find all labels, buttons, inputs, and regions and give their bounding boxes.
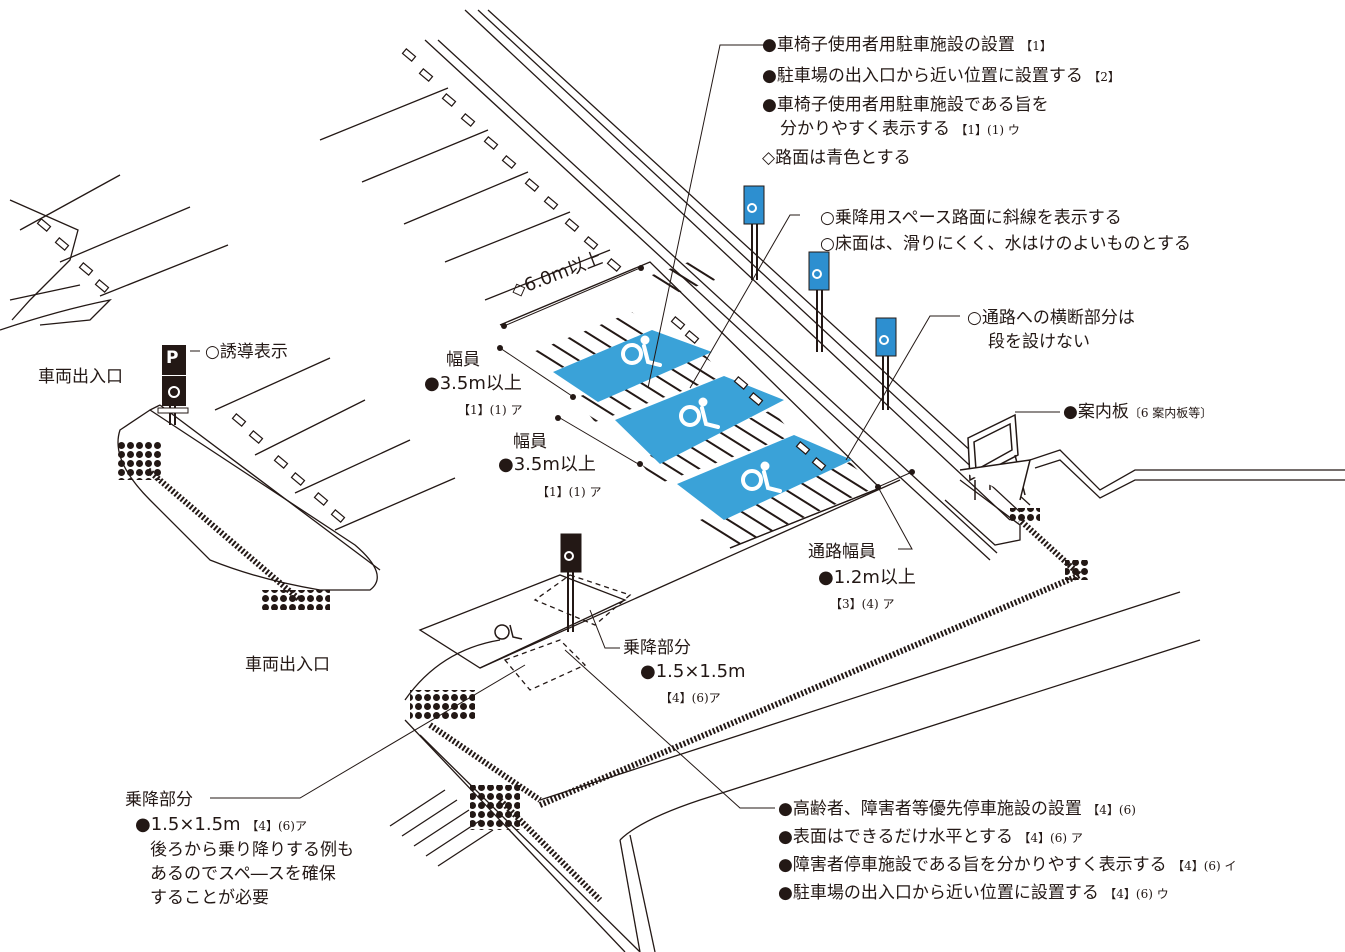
hatch-note-1: ○乗降用スペース路面に斜線を表示する <box>820 208 1122 228</box>
crossing-note-2: 段を設けない <box>988 332 1090 352</box>
boarding2-note-2: あるのでスペ―スを確保 <box>150 864 336 884</box>
crossing-note-1: ○通路への横断部分は <box>967 308 1135 328</box>
top-note-1: ●車椅子使用者用駐車施設の設置 【1】 <box>762 35 1052 55</box>
width1-title: 幅員 <box>446 350 480 370</box>
top-note-5: ◇路面は青色とする <box>762 148 911 168</box>
passage-title: 通路幅員 <box>808 542 876 562</box>
passage-value: ●1.2m以上 <box>818 567 916 588</box>
width2-ref: 【1】(1) ア <box>537 485 602 499</box>
top-note-2: ●駐車場の出入口から近い位置に設置する 【2】 <box>762 66 1120 86</box>
bottom-note-4: ●駐車場の出入口から近い位置に設置する 【4】(6) ウ <box>778 883 1169 903</box>
info-board-label: ●案内板〔6 案内板等〕 <box>1063 402 1213 422</box>
entrance-left-label: 車両出入口 <box>38 367 123 387</box>
passage-ref: 【3】(4) ア <box>830 597 895 611</box>
hatch-note-2: ○床面は、滑りにくく、水はけのよいものとする <box>820 234 1191 254</box>
wheelchair-sign-icons <box>560 185 897 573</box>
parking-sign-icon <box>157 345 189 414</box>
bottom-note-2: ●表面はできるだけ水平とする 【4】(6) ア <box>778 827 1083 847</box>
top-note-4: 分かりやすく表示する 【1】(1) ウ <box>780 119 1020 139</box>
info-board-icon <box>959 413 1031 501</box>
width2-title: 幅員 <box>513 432 547 452</box>
boarding1-ref: 【4】(6)ア <box>660 691 721 705</box>
top-note-3: ●車椅子使用者用駐車施設である旨を <box>762 95 1049 115</box>
guide-sign-label: ○誘導表示 <box>205 342 288 362</box>
boarding2-note-3: することが必要 <box>150 888 269 908</box>
boarding1-value: ●1.5×1.5m <box>640 661 746 682</box>
boarding1-title: 乗降部分 <box>623 638 691 658</box>
width1-ref: 【1】(1) ア <box>458 403 523 417</box>
boarding2-title: 乗降部分 <box>125 790 193 810</box>
boarding2-value: ●1.5×1.5m 【4】(6)ア <box>135 814 307 835</box>
width1-value: ●3.5m以上 <box>424 373 522 394</box>
width2-value: ●3.5m以上 <box>498 454 596 475</box>
entrance-bottom-label: 車両出入口 <box>245 655 330 675</box>
boarding2-note-1: 後ろから乗り降りする例も <box>150 840 354 860</box>
bottom-note-3: ●障害者停車施設である旨を分かりやすく表示する 【4】(6) イ <box>778 855 1237 875</box>
hatched-aisles <box>533 258 875 548</box>
bottom-note-1: ●高齢者、障害者等優先停車施設の設置 【4】(6) <box>778 799 1136 819</box>
parking-sign-letter: P <box>166 348 179 368</box>
